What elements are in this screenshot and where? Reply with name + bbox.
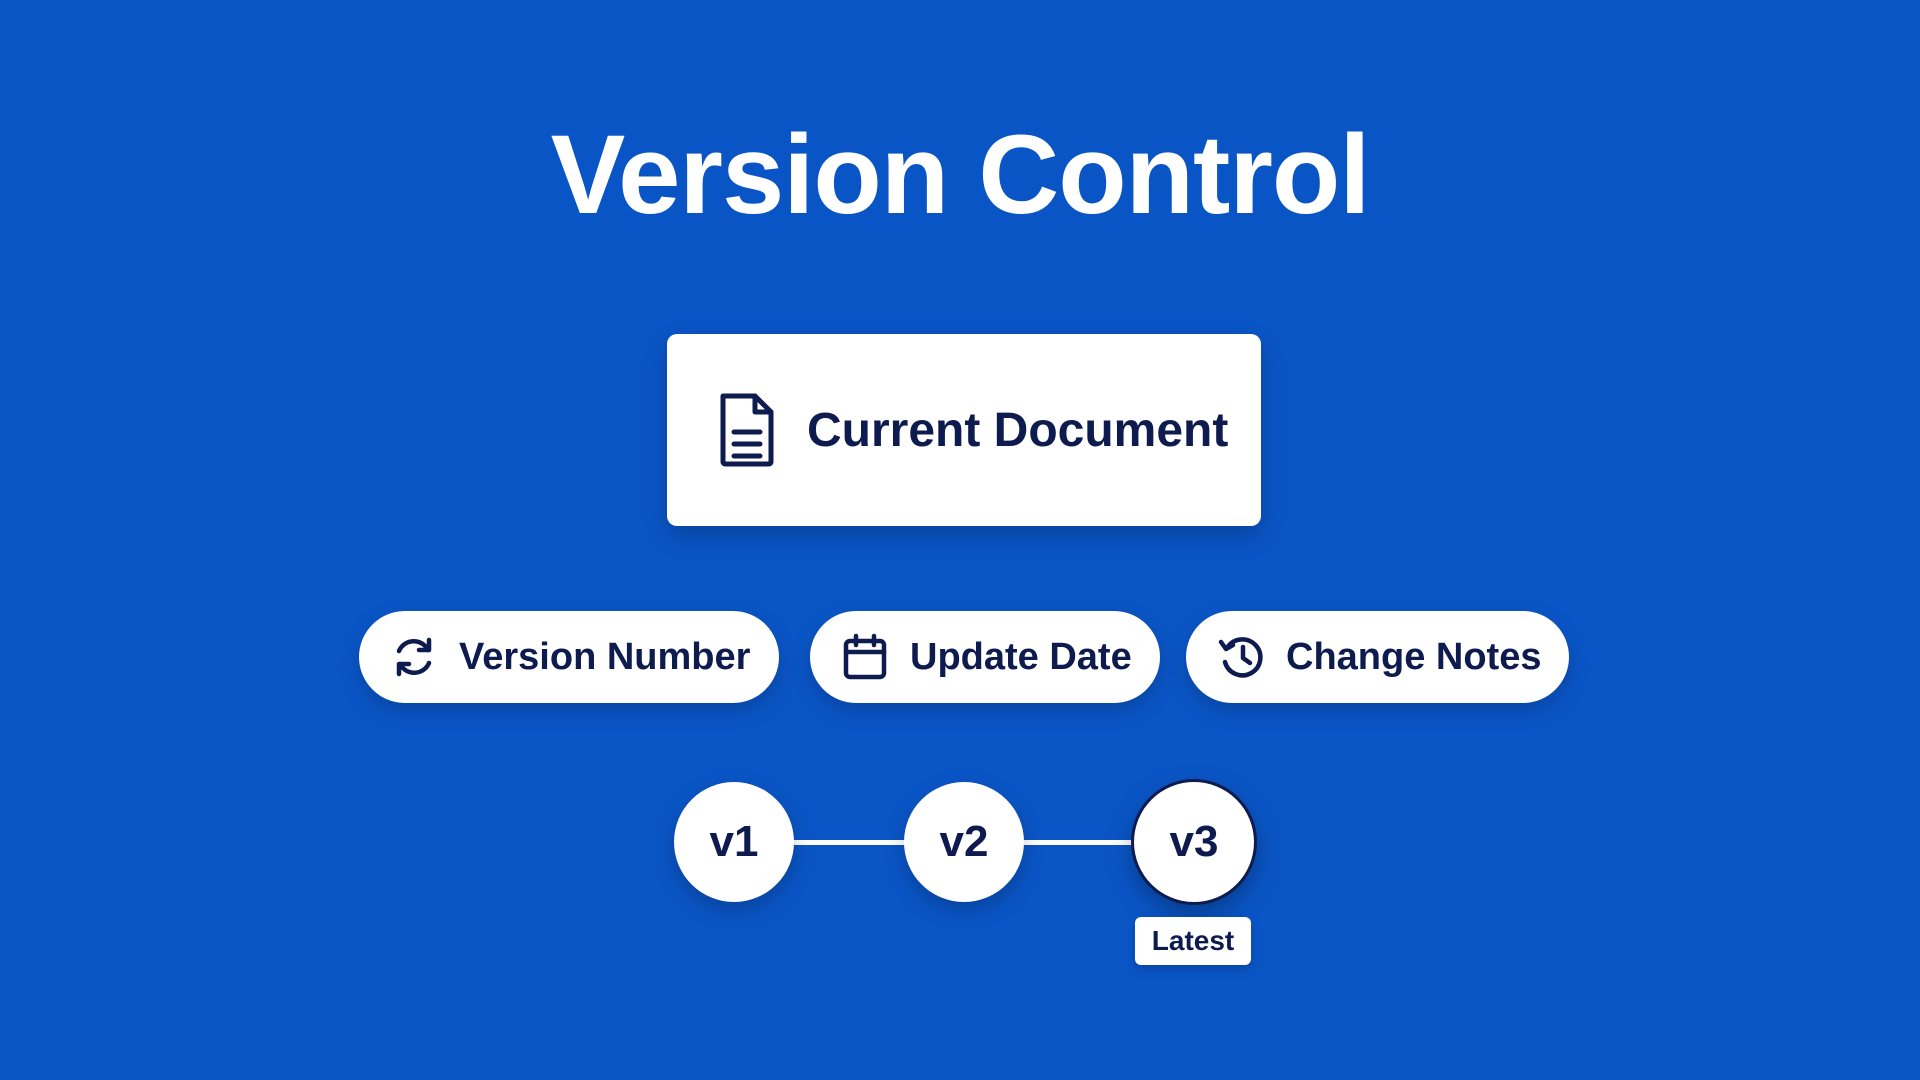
- history-icon: [1216, 632, 1266, 682]
- version-node-v2: v2: [904, 782, 1024, 902]
- update-date-pill: Update Date: [810, 611, 1160, 703]
- version-node-v3: v3: [1134, 782, 1254, 902]
- change-notes-pill: Change Notes: [1186, 611, 1569, 703]
- refresh-icon: [389, 632, 439, 682]
- current-document-card: Current Document: [667, 334, 1261, 526]
- version-node-v1: v1: [674, 782, 794, 902]
- diagram-title: Version Control: [550, 112, 1371, 237]
- version-number-pill: Version Number: [359, 611, 779, 703]
- version-number-label: Version Number: [459, 635, 751, 678]
- latest-badge: Latest: [1135, 917, 1251, 965]
- calendar-icon: [840, 632, 890, 682]
- update-date-label: Update Date: [910, 635, 1132, 678]
- change-notes-label: Change Notes: [1286, 635, 1542, 678]
- current-document-label: Current Document: [807, 403, 1229, 457]
- document-icon: [715, 390, 779, 470]
- timeline-connector: [1023, 840, 1135, 845]
- timeline-connector: [793, 840, 905, 845]
